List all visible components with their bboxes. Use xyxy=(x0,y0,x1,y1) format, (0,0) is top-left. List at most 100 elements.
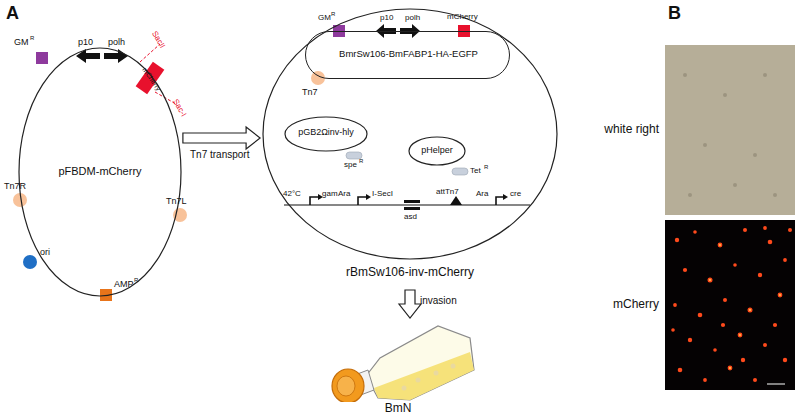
polh-promoter xyxy=(104,49,128,63)
cell xyxy=(683,73,687,77)
attn7-site xyxy=(450,196,462,205)
image-background xyxy=(665,220,795,390)
part-label: p10 xyxy=(380,14,393,22)
part-label: Sac-I xyxy=(171,98,187,118)
node-text: pHelper xyxy=(408,146,466,156)
promoter-arrow xyxy=(366,194,371,200)
flask-body xyxy=(366,326,474,400)
part-label: Tn7 xyxy=(302,88,318,97)
node-text: BmN xyxy=(318,402,478,415)
part-label: R xyxy=(30,35,34,41)
fluorescence-image xyxy=(665,220,795,390)
bacterium-cell: rBmSw106-inv-mCherry BmrSw106-BmFABP1-HA-… xyxy=(262,8,558,288)
part-label: SacII xyxy=(150,30,166,50)
ori-site xyxy=(23,255,37,269)
cell xyxy=(763,73,767,77)
part-label: GM xyxy=(318,14,331,22)
node-text: mCherry xyxy=(577,298,659,311)
part-label: Ara xyxy=(476,190,488,198)
scale-bar xyxy=(767,384,785,385)
part-label: mCherry xyxy=(447,13,478,21)
part-label: Tn7R xyxy=(4,182,26,191)
flask-cap xyxy=(337,376,355,396)
part-label: cre xyxy=(510,190,521,198)
hollow-arrow xyxy=(183,127,260,149)
edge-label: Tn7 transport xyxy=(190,150,249,160)
helper-plasmid: pGB2Ωinv-hly xyxy=(284,116,368,152)
part-label: polh xyxy=(108,38,125,47)
part-label: p10 xyxy=(78,38,93,47)
cell xyxy=(688,193,692,197)
node-text: white right xyxy=(577,123,659,136)
cell xyxy=(703,143,707,147)
tn7r-site xyxy=(13,193,27,207)
part-label: spe xyxy=(344,161,357,169)
flask-neck xyxy=(352,370,374,396)
flask-cap xyxy=(332,369,364,402)
bacmid-plasmid: BmrSw106-BmFABP1-HA-EGFP xyxy=(305,31,510,79)
cell xyxy=(723,93,727,97)
outline-ellipse xyxy=(263,9,557,259)
flask-shape xyxy=(318,318,478,402)
part-label: asd xyxy=(404,213,417,221)
mcherry-gene xyxy=(136,62,165,95)
panel-letter: A xyxy=(6,4,19,22)
part-label: Tet xyxy=(470,167,481,175)
part-label: Ara xyxy=(338,190,350,198)
cell xyxy=(773,193,777,197)
tn7l-site xyxy=(173,208,187,222)
sper-marker xyxy=(346,152,362,159)
edge-label: invasion xyxy=(420,296,457,306)
outline-ellipse xyxy=(285,117,367,151)
cell xyxy=(753,153,757,157)
part-label: I-SecI xyxy=(372,190,393,198)
tetr-marker xyxy=(452,168,468,175)
hollow-arrow xyxy=(399,290,421,318)
part-label: attTn7 xyxy=(436,188,459,196)
node-text: rBmSw106-inv-mCherry xyxy=(262,266,558,279)
node-text: pFBDM-mCherry xyxy=(18,165,182,177)
cell xyxy=(733,183,737,187)
image-background xyxy=(665,45,795,215)
part-label: AMP xyxy=(114,280,134,289)
part-label: 42°C xyxy=(283,190,301,198)
asd-bar xyxy=(404,200,420,203)
part-label: gam xyxy=(322,190,338,198)
micrograph-panel: white right xyxy=(665,45,795,215)
panel-letter: B xyxy=(668,4,681,22)
part-label: GM xyxy=(14,38,29,47)
micrograph-panel: mCherry xyxy=(665,220,795,390)
part-label: polh xyxy=(405,14,420,22)
part-label: R xyxy=(331,11,335,17)
node-text: BmrSw106-BmFABP1-HA-EGFP xyxy=(306,49,511,59)
ampr-marker xyxy=(100,289,112,301)
culture-flask: BmN xyxy=(318,318,478,418)
fluorescent-cores xyxy=(709,244,781,369)
asd-bar xyxy=(404,207,420,210)
outline-ellipse xyxy=(409,137,465,165)
gmr-marker xyxy=(36,52,48,64)
promoter-arrow xyxy=(503,194,508,200)
cell xyxy=(434,371,439,376)
promoter-arrow xyxy=(358,197,366,205)
node-text: pGB2Ωinv-hly xyxy=(284,128,368,138)
tn7-site xyxy=(311,71,325,85)
part-label: R xyxy=(359,158,363,164)
brightfield-image xyxy=(665,45,795,215)
cell xyxy=(402,386,407,391)
part-label: ori xyxy=(40,248,50,257)
part-label: R xyxy=(484,164,488,170)
outline-ellipse xyxy=(19,48,181,296)
cell xyxy=(416,378,421,383)
culture-medium xyxy=(374,352,474,400)
promoter-arrow xyxy=(310,197,318,205)
fluorescent-cells xyxy=(671,226,792,382)
p10-promoter xyxy=(76,49,100,63)
part-label: Tn7L xyxy=(166,197,187,206)
part-label: R xyxy=(134,277,138,283)
chromosome-line xyxy=(284,204,530,205)
promoter-arrow xyxy=(496,197,503,205)
